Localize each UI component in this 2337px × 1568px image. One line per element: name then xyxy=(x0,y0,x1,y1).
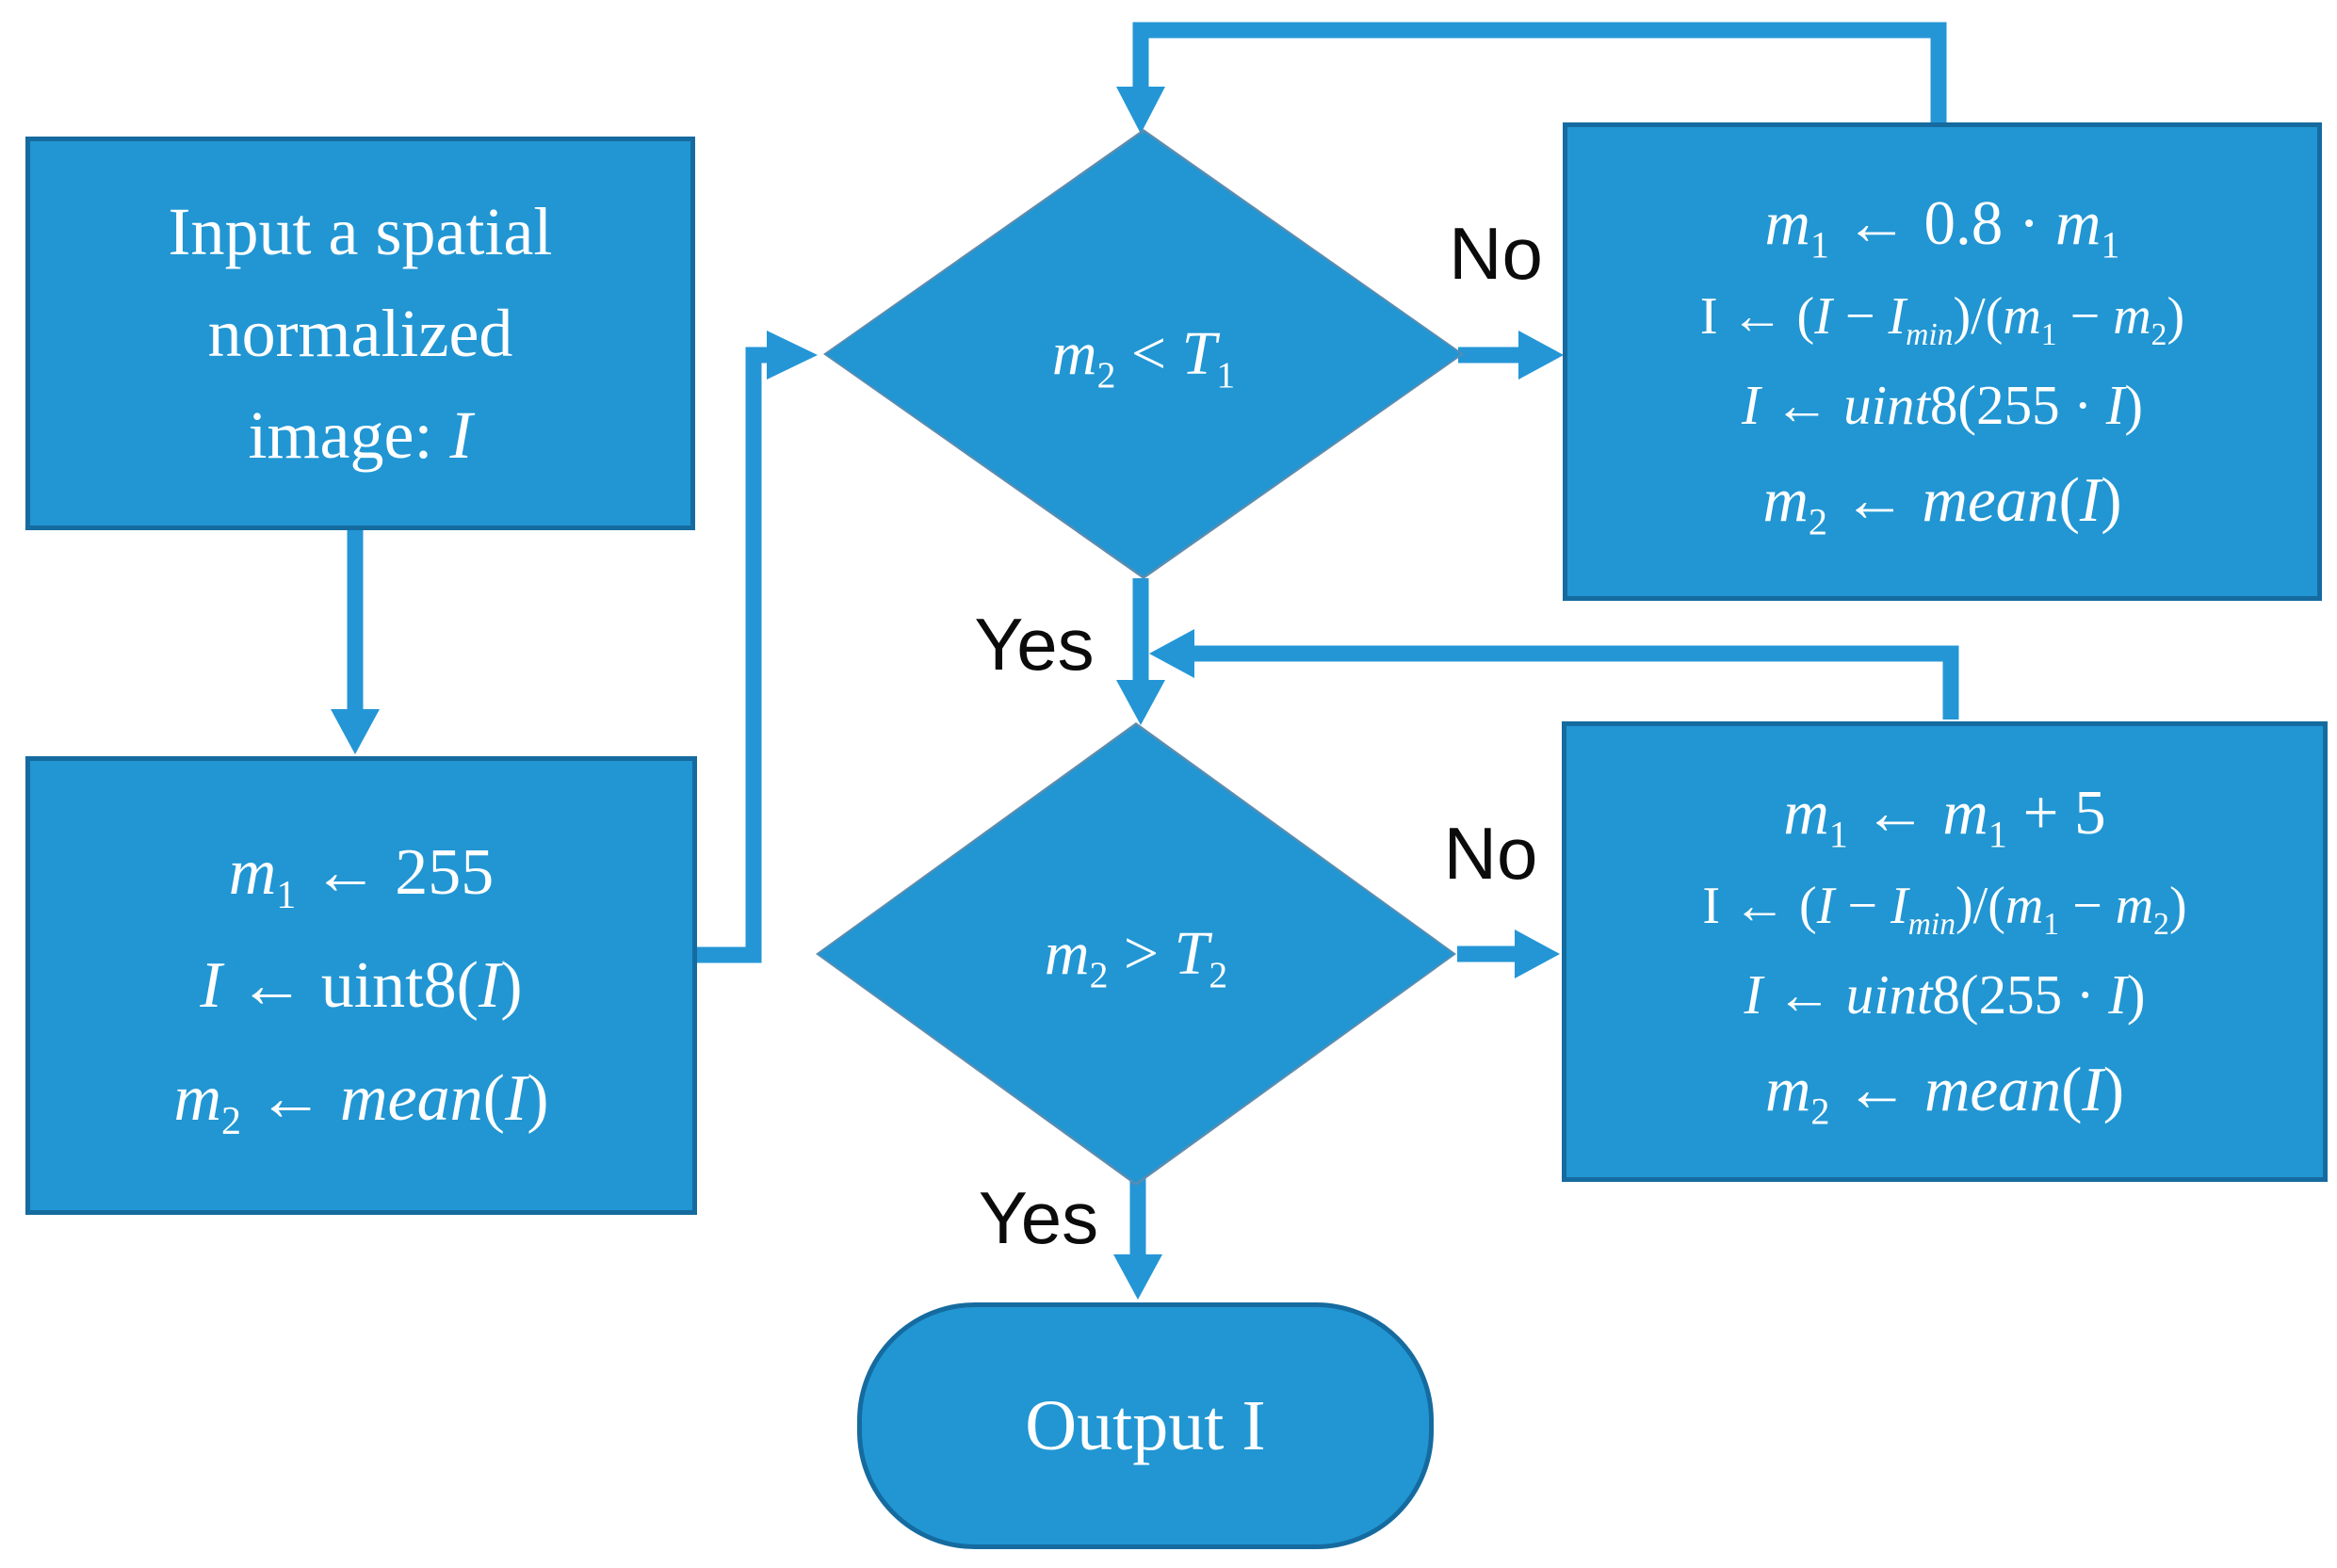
decision-condition: m2 > T2 xyxy=(1044,919,1228,996)
node-text-line: m1 ← m1 + 5 xyxy=(1783,778,2106,856)
node-text-line: m1 ← 255 xyxy=(228,835,495,917)
connector-decision1-no xyxy=(1458,331,1564,380)
connector-init-to-decision1 xyxy=(692,331,818,963)
edge-label-no-1: No xyxy=(1449,212,1543,295)
connector-adjust2-loop xyxy=(1149,629,1959,719)
connector-input-to-init xyxy=(331,530,380,754)
node-text-line: I ← (I − Imin)/(m1 − m2) xyxy=(1702,877,2187,943)
edge-label-yes-2: Yes xyxy=(978,1176,1099,1259)
output-label: Output I xyxy=(1025,1385,1266,1465)
node-text-line: I ← uint8(255 · I) xyxy=(1741,373,2144,436)
connector-decision2-no xyxy=(1457,929,1560,978)
node-adjust-increase-m1: m1 ← m1 + 5 I ← (I − Imin)/(m1 − m2) I ←… xyxy=(1562,721,2328,1182)
node-text-line: I ← (I − Imin)/(m1 − m2) xyxy=(1699,286,2185,352)
node-text-line: m2 ← mean(I) xyxy=(173,1061,549,1143)
edge-label-no-2: No xyxy=(1443,812,1538,895)
node-text-line: I ← uint8(I) xyxy=(200,948,523,1022)
node-text-line: m1 ← 0.8 · m1 xyxy=(1764,187,2120,266)
node-adjust-decrease-m1: m1 ← 0.8 · m1 I ← (I − Imin)/(m1 − m2) I… xyxy=(1563,122,2322,601)
node-decision-m2-gt-T2: m2 > T2 xyxy=(816,722,1456,1186)
edge-label-yes-1: Yes xyxy=(974,603,1095,686)
node-text-line: m2 ← mean(I) xyxy=(1764,1055,2125,1133)
node-text-line: image: I xyxy=(248,397,473,473)
node-text-line: Input a spatial xyxy=(168,194,553,269)
node-input-image: Input a spatial normalized image: I xyxy=(25,137,695,530)
node-text-line: I ← uint8(255 · I) xyxy=(1744,963,2146,1026)
connector-decision1-yes xyxy=(1116,578,1165,725)
node-text-line: normalized xyxy=(207,296,513,371)
connector-decision2-yes xyxy=(1113,1175,1162,1300)
node-decision-m2-lt-T1: m2 < T1 xyxy=(823,129,1464,579)
node-output: Output I xyxy=(857,1302,1434,1549)
decision-condition: m2 < T1 xyxy=(1051,319,1236,396)
connector-adjust1-loop xyxy=(1116,22,1947,134)
node-text-line: m2 ← mean(I) xyxy=(1762,464,2122,542)
node-init-variables: m1 ← 255 I ← uint8(I) m2 ← mean(I) xyxy=(25,756,697,1215)
